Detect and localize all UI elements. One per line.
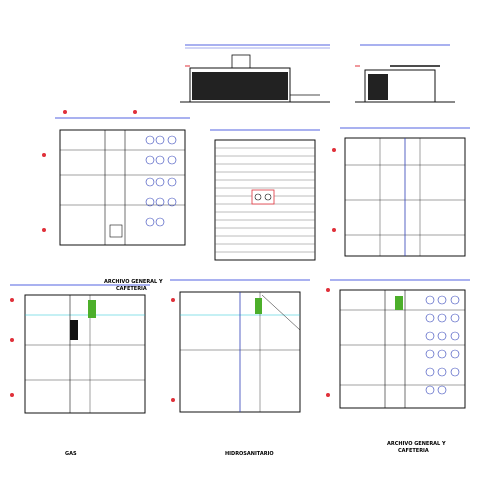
caption-cafeteria: CAFETERIA bbox=[398, 448, 429, 454]
caption-gas: GAS bbox=[65, 451, 77, 457]
elevation-front bbox=[180, 44, 330, 103]
caption-archivo-general: ARCHIVO GENERAL Y bbox=[387, 441, 446, 447]
plan-roof bbox=[210, 129, 320, 261]
label-archivo-general: ARCHIVO GENERAL Y bbox=[104, 279, 163, 285]
plan-right-upper bbox=[332, 127, 470, 257]
elevation-side bbox=[355, 44, 455, 103]
plan-archivo-cafeteria bbox=[326, 279, 470, 409]
plan-hidrosanitario bbox=[170, 279, 310, 413]
label-cafeteria: CAFETERIA bbox=[116, 286, 147, 292]
caption-hidrosanitario: HIDROSANITARIO bbox=[225, 451, 274, 457]
plan-gas bbox=[10, 284, 150, 414]
plan-archivo-general bbox=[42, 110, 190, 246]
